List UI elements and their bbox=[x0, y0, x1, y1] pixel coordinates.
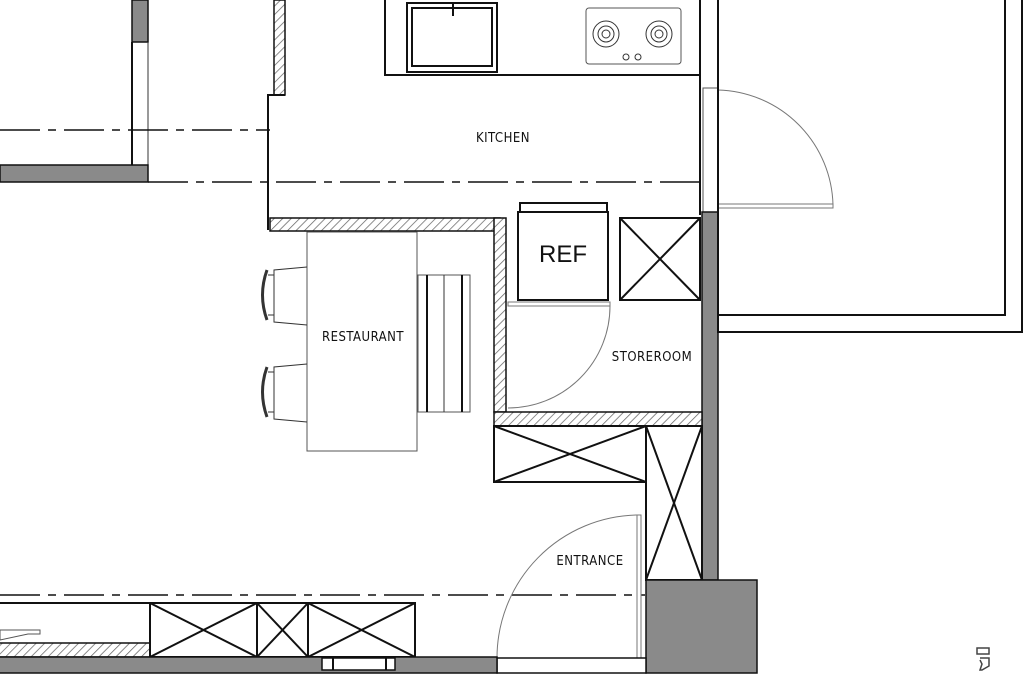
sink-icon bbox=[406, 2, 498, 73]
door-leaf bbox=[717, 203, 834, 209]
cabinet bbox=[619, 217, 701, 301]
chair-icon bbox=[261, 266, 308, 326]
restaurant-label: RESTAURANT bbox=[322, 330, 404, 345]
restaurant: RESTAURANT bbox=[261, 231, 471, 452]
chair-icon bbox=[261, 363, 308, 423]
top-left-room bbox=[0, 0, 149, 183]
door-swing bbox=[717, 89, 834, 206]
kitchen-counter bbox=[384, 0, 701, 76]
entrance-cabinets bbox=[493, 425, 758, 674]
stove-icon bbox=[585, 7, 682, 65]
bottom-cabinets bbox=[0, 602, 498, 674]
door-leaf bbox=[507, 301, 611, 307]
kitchen: KITCHEN bbox=[267, 0, 701, 232]
storeroom: STOREROOM bbox=[493, 217, 703, 427]
kitchen-label: KITCHEN bbox=[476, 131, 530, 146]
refrigerator: REF bbox=[517, 202, 609, 301]
window bbox=[321, 657, 396, 671]
north-arrow-icon bbox=[976, 647, 990, 671]
door-leaf bbox=[636, 514, 642, 659]
door-swing bbox=[496, 514, 638, 659]
right-room bbox=[701, 0, 1023, 581]
storeroom-label: STOREROOM bbox=[612, 350, 692, 365]
entrance-label: ENTRANCE bbox=[556, 554, 623, 569]
dining-table bbox=[306, 231, 418, 452]
door-swing bbox=[507, 305, 611, 409]
entrance: ENTRANCE bbox=[496, 514, 647, 674]
bench bbox=[417, 274, 471, 413]
ref-label: REF bbox=[539, 241, 587, 268]
center-lines bbox=[0, 129, 700, 596]
